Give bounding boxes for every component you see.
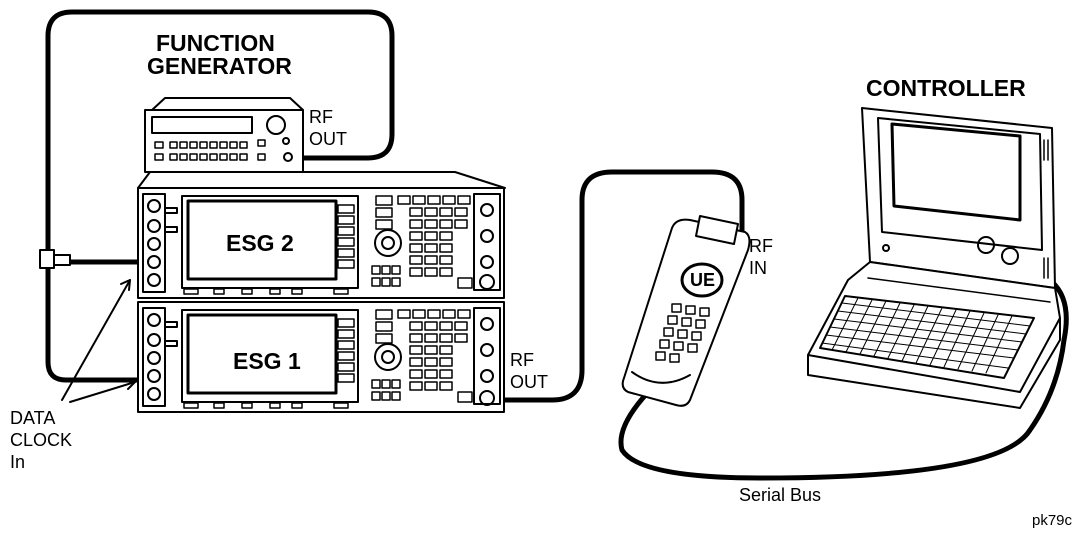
esg2-instrument: [137, 187, 505, 299]
ue-label: UE: [690, 270, 716, 290]
fg-rf-out-label-line2: OUT: [309, 129, 347, 149]
esg-stack-lid: [137, 171, 506, 189]
data-clock-label-line1: DATA: [10, 408, 56, 428]
data-clock-arrows: [61, 279, 136, 403]
controller-laptop: [807, 107, 1061, 409]
cables: [45, 9, 1069, 481]
ue-rf-in-label-line1: RF: [749, 236, 773, 256]
esg1-instrument: [137, 301, 505, 413]
esg1-rf-out-label-line1: RF: [510, 350, 534, 370]
ue-rf-in-label-line2: IN: [749, 258, 767, 278]
data-clock-label-line2: CLOCK: [10, 430, 73, 450]
function-generator-label-line1: FUNCTION: [156, 30, 275, 56]
esg2-label: ESG 2: [226, 230, 294, 256]
function-generator-label-line2: GENERATOR: [147, 53, 292, 79]
esg1-rf-out-label-line2: OUT: [510, 372, 548, 392]
fg-rf-cable: [45, 9, 395, 253]
figure-id-label: pk79c: [1032, 512, 1073, 529]
fg-rf-out-label-line1: RF: [309, 107, 333, 127]
tee-to-esg1-cable: [45, 265, 151, 383]
ue-handset: [621, 215, 751, 407]
serial-bus-label: Serial Bus: [739, 485, 822, 505]
esg1-label: ESG 1: [233, 348, 301, 374]
function-generator: [144, 97, 304, 183]
controller-label: CONTROLLER: [866, 75, 1026, 101]
serial-bus-cable: [618, 279, 1069, 481]
esg1-to-ue-cable: [487, 169, 745, 403]
data-clock-label-line3: In: [10, 452, 26, 472]
tee-connector: [39, 249, 71, 269]
